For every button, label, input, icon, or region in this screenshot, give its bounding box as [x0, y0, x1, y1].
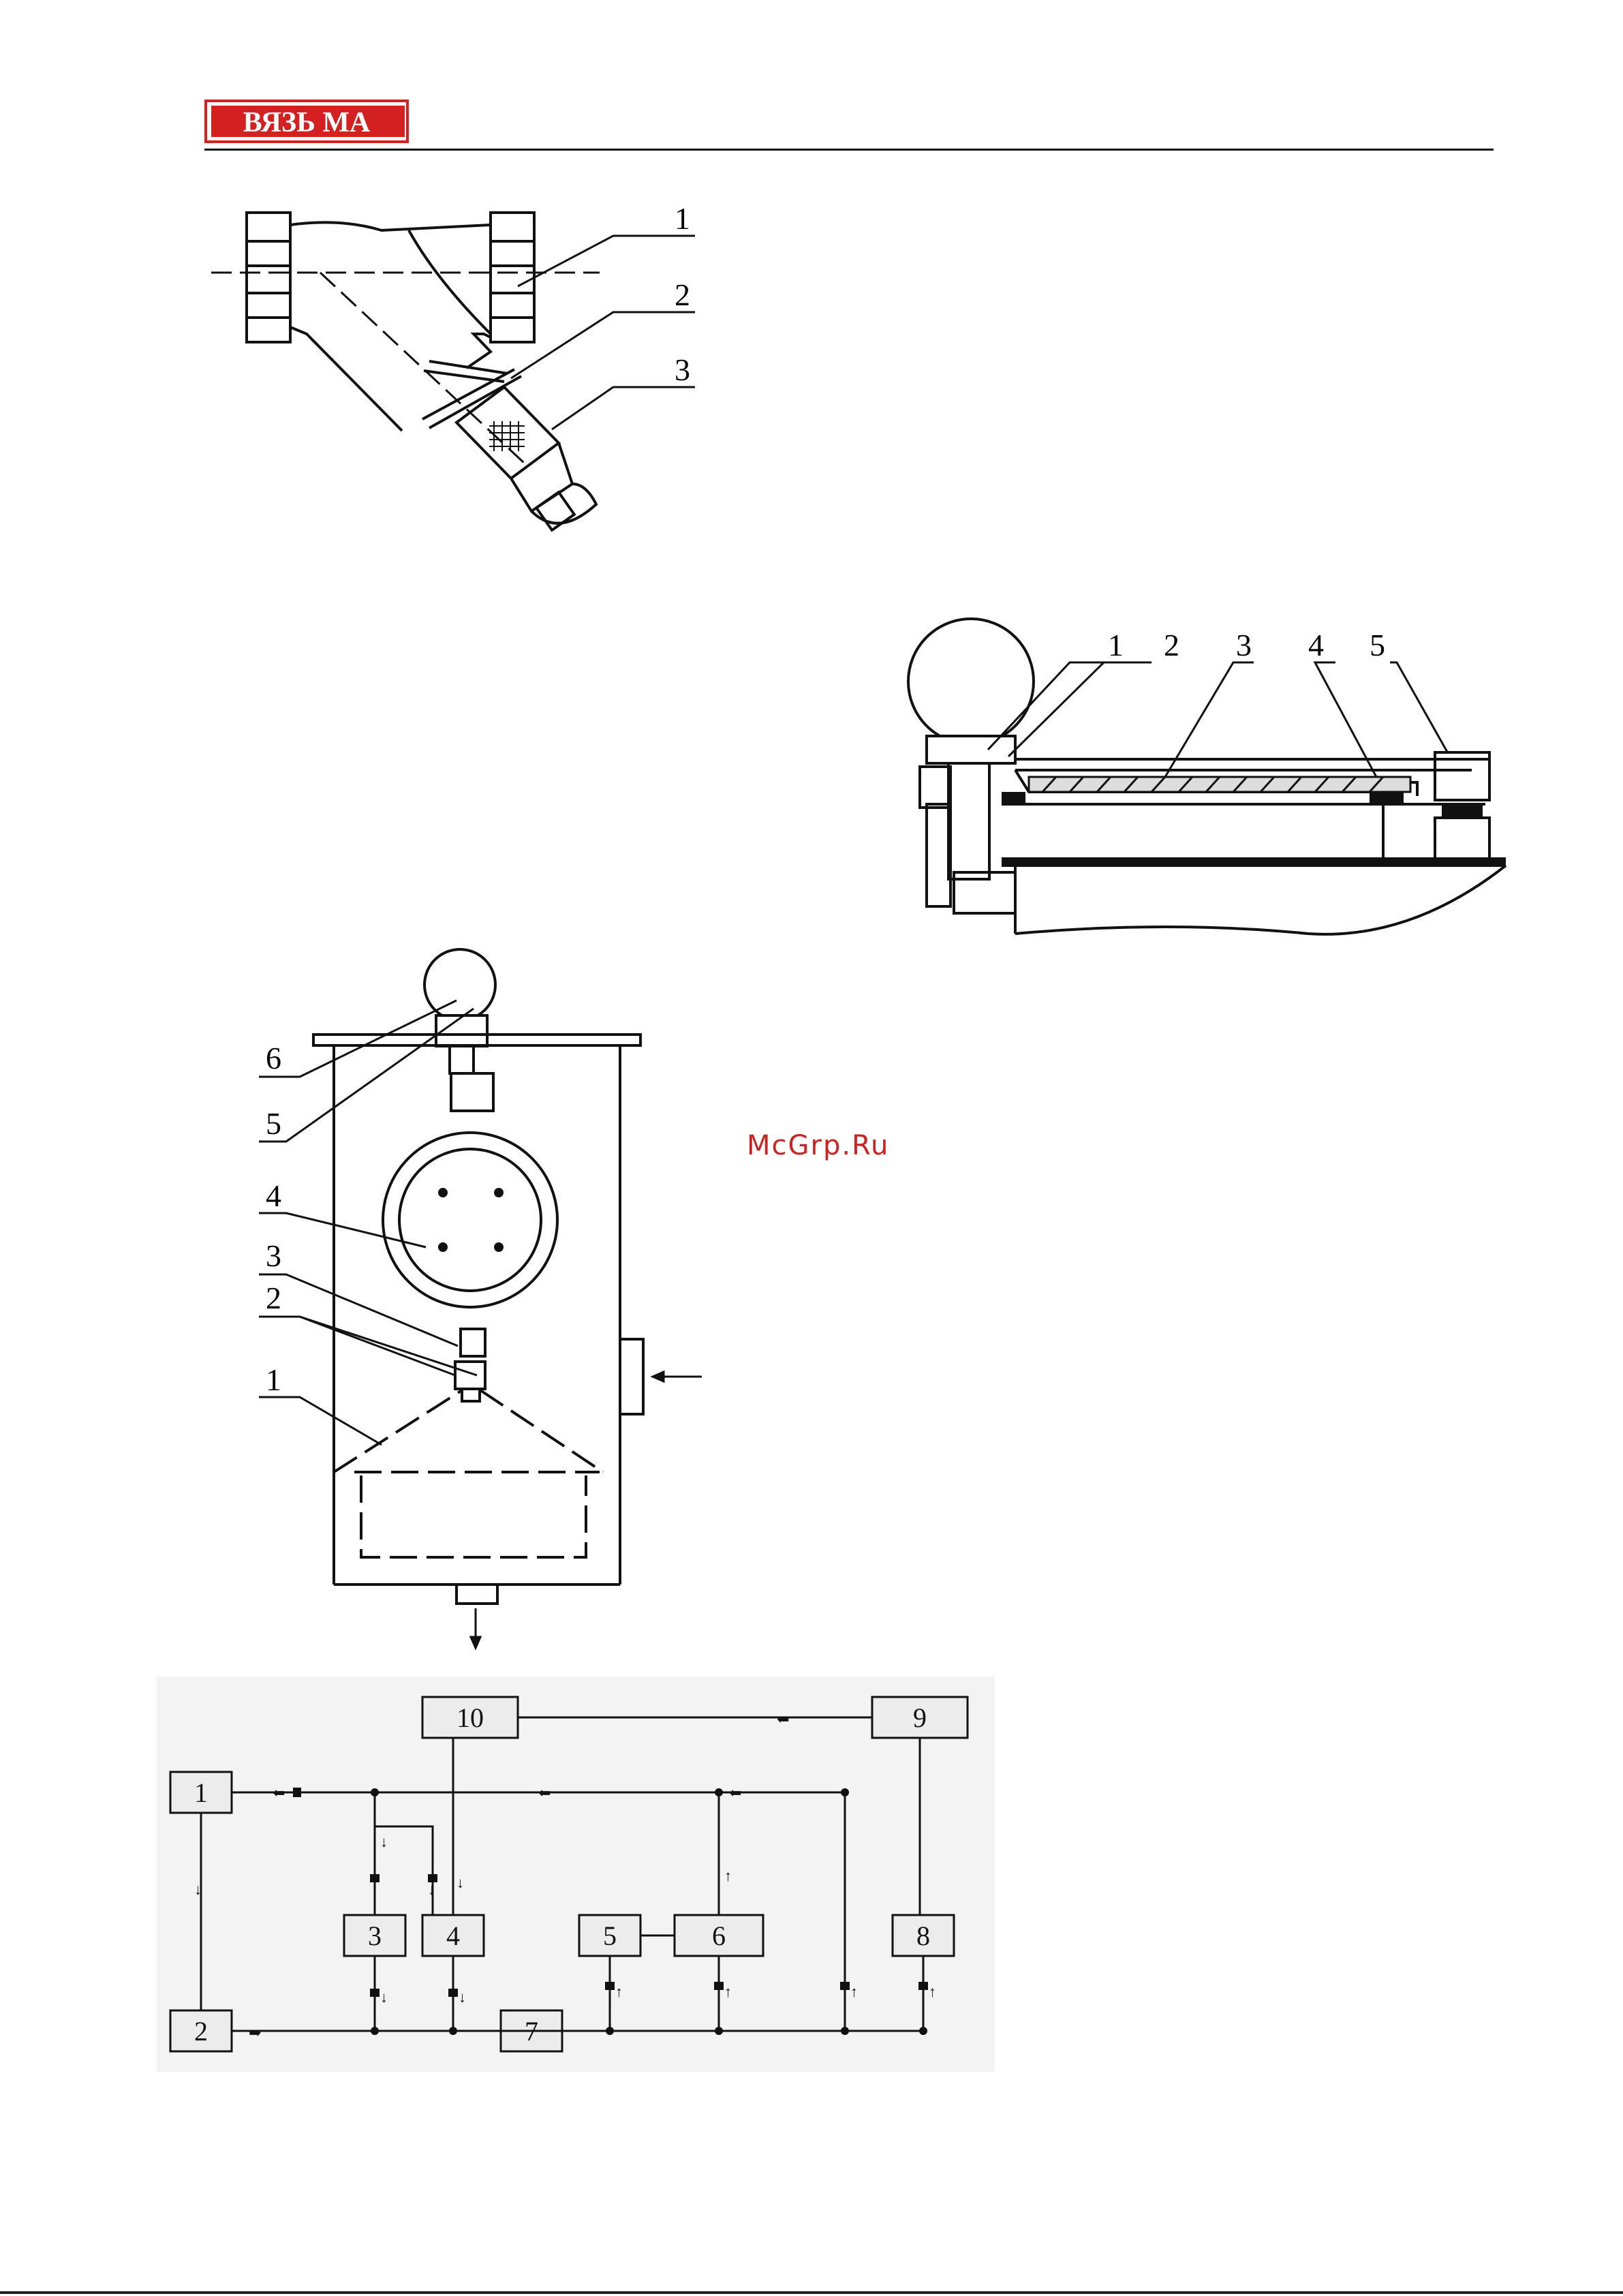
svg-text:⬅: ⬅ — [777, 1711, 789, 1728]
block-2-label: 2 — [194, 2016, 208, 2047]
lid-label-4: 4 — [1308, 628, 1324, 662]
svg-text:↑: ↑ — [724, 1983, 732, 2000]
svg-text:↓: ↓ — [380, 1833, 388, 1850]
tank-label-5: 5 — [266, 1106, 281, 1141]
lid-section-diagram: 1 2 3 4 5 — [899, 613, 1513, 947]
block-5-label: 5 — [603, 1920, 617, 1951]
block-8-label: 8 — [916, 1920, 930, 1951]
svg-text:↓: ↓ — [194, 1881, 202, 1898]
svg-text:⬅: ⬅ — [273, 1784, 285, 1801]
block-1-label: 1 — [194, 1777, 208, 1808]
filter-label-1: 1 — [675, 201, 690, 236]
brand-logo: ВЯЗЬ МА — [204, 100, 409, 143]
block-3-label: 3 — [368, 1920, 382, 1951]
svg-text:↓: ↓ — [459, 1989, 466, 2006]
watermark: McGrp.Ru — [747, 1130, 889, 1161]
lid-label-5: 5 — [1370, 628, 1385, 662]
svg-text:↓: ↓ — [428, 1881, 435, 1898]
tank-label-4: 4 — [266, 1178, 281, 1213]
filter-label-2: 2 — [675, 277, 690, 312]
block-4-label: 4 — [446, 1920, 460, 1951]
svg-text:↑: ↑ — [724, 1867, 732, 1884]
bottom-rule — [0, 2291, 1623, 2294]
svg-text:↓: ↓ — [457, 1874, 464, 1891]
svg-text:➡: ➡ — [249, 2024, 261, 2041]
svg-text:⬅: ⬅ — [729, 1784, 741, 1801]
svg-text:⬅: ⬅ — [538, 1784, 551, 1801]
block-7-label: 7 — [525, 2016, 538, 2047]
block-9-label: 9 — [913, 1702, 927, 1733]
tank-label-6: 6 — [266, 1041, 281, 1075]
tank-diagram: 6 5 4 3 2 1 — [245, 920, 777, 1683]
block-scheme-diagram: ⬅ ⬅ ⬅ ⬅ ↓ ➡ ↓ ↓ ↓ ↓ ↓ ↑ ↑ ↑ ↑ ↑ 1 2 3 4 … — [157, 1677, 995, 2072]
brand-logo-text: ВЯЗЬ МА — [243, 107, 371, 138]
lid-label-1: 1 — [1108, 628, 1124, 662]
block-6-label: 6 — [712, 1920, 726, 1951]
svg-text:↑: ↑ — [850, 1983, 858, 2000]
tank-label-3: 3 — [266, 1238, 281, 1273]
tank-label-2: 2 — [266, 1281, 281, 1315]
lid-label-2: 2 — [1164, 628, 1179, 662]
block-10-label: 10 — [457, 1702, 484, 1733]
header-rule — [204, 149, 1494, 151]
filter-diagram: 1 2 3 — [204, 198, 709, 566]
svg-text:↑: ↑ — [929, 1983, 936, 2000]
svg-text:↓: ↓ — [380, 1989, 388, 2006]
tank-label-1: 1 — [266, 1362, 281, 1397]
svg-text:↑: ↑ — [615, 1983, 623, 2000]
lid-label-3: 3 — [1236, 628, 1252, 662]
filter-label-3: 3 — [675, 352, 690, 387]
